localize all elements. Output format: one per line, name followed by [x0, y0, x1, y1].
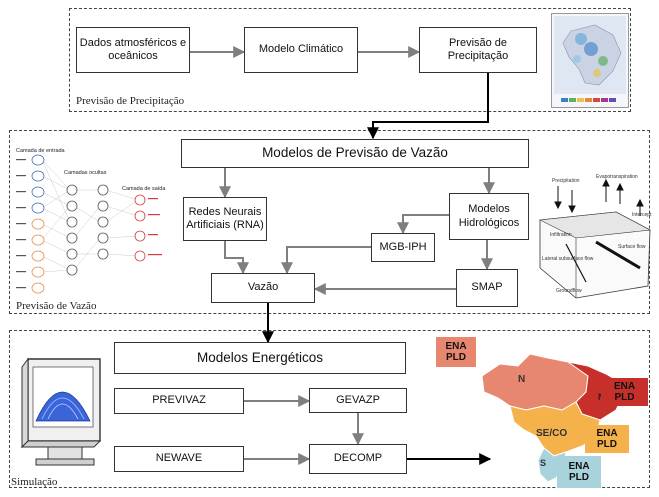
panel-precipitation	[69, 8, 631, 112]
nn-input-layer-label: Camada de entrada	[16, 148, 66, 154]
box-newave: NEWAVE	[114, 446, 244, 472]
box-energy-models: Modelos Energéticos	[114, 342, 406, 374]
tag-pld-ne: PLD	[614, 392, 635, 403]
neural-network-diagram: Camada de entrada Camadas ocultas Camada…	[12, 140, 172, 300]
tag-ena-s: ENA	[568, 460, 590, 472]
panel-simulation	[9, 330, 650, 488]
tag-ena-pld-ne: ENA PLD	[601, 378, 648, 406]
panel-label-simulation: Simulação	[11, 476, 58, 488]
map-label-n: N	[518, 374, 525, 385]
computer-monitor-icon	[18, 355, 108, 473]
box-hydrological-models: Modelos Hidrológicos	[449, 193, 529, 240]
hydro-interception-label: Intercept	[632, 212, 652, 218]
hydro-evapotranspiration-label: Evapotranspiration	[596, 174, 638, 180]
panel-flow-forecast	[9, 130, 650, 314]
tag-ena-seco: ENA	[596, 427, 618, 439]
hydrological-cycle-diagram: Precipitation Evapotranspiration Interce…	[536, 172, 654, 304]
tag-pld-seco: PLD	[597, 439, 617, 450]
box-neural-networks: Redes Neurais Artificiais (RNA)	[183, 197, 267, 241]
hydro-infiltration-label: Infiltration	[550, 232, 572, 238]
box-decomp: DECOMP	[309, 444, 407, 474]
hydro-surface-flow-label: Surface flow	[618, 244, 646, 250]
tag-ena-pld-seco: ENA PLD	[585, 425, 629, 453]
tag-pld-s: PLD	[569, 472, 589, 483]
nn-hidden-layers-label: Camadas ocultas	[64, 170, 107, 176]
map-label-s: S	[540, 458, 546, 468]
box-smap: SMAP	[456, 269, 518, 307]
panel-label-precipitation: Previsão de Precipitação	[76, 95, 185, 107]
box-vazao: Vazão	[211, 273, 315, 303]
box-mgb-iph: MGB-IPH	[371, 233, 435, 262]
panel-label-flow-forecast: Previsão de Vazão	[16, 300, 97, 312]
hydro-groundwater-label: Groundflow	[556, 288, 582, 294]
nn-output-layer-label: Camada de saída	[122, 186, 166, 192]
precipitation-map-image	[551, 13, 629, 108]
hydro-precipitation-label: Precipitation	[552, 178, 580, 184]
tag-ena-ne: ENA	[613, 380, 636, 392]
box-climate-model: Modelo Climático	[244, 27, 358, 73]
tag-ena-pld-s: ENA PLD	[557, 456, 601, 488]
box-flow-forecast-models: Modelos de Previsão de Vazão	[181, 139, 529, 168]
box-gevazp: GEVAZP	[309, 388, 407, 413]
tag-pld-n: PLD	[446, 352, 466, 363]
tag-ena-n: ENA	[445, 340, 467, 352]
box-previvaz: PREVIVAZ	[114, 388, 244, 414]
hydro-lateral-flow-label: Lateral subsurface flow	[542, 256, 594, 262]
map-label-seco: SE/CO	[536, 428, 567, 439]
box-atmospheric-data: Dados atmosféricos e oceânicos	[76, 27, 190, 73]
box-precipitation-forecast: Previsão de Precipitação	[419, 27, 537, 73]
tag-ena-pld-n: ENA PLD	[436, 337, 476, 367]
